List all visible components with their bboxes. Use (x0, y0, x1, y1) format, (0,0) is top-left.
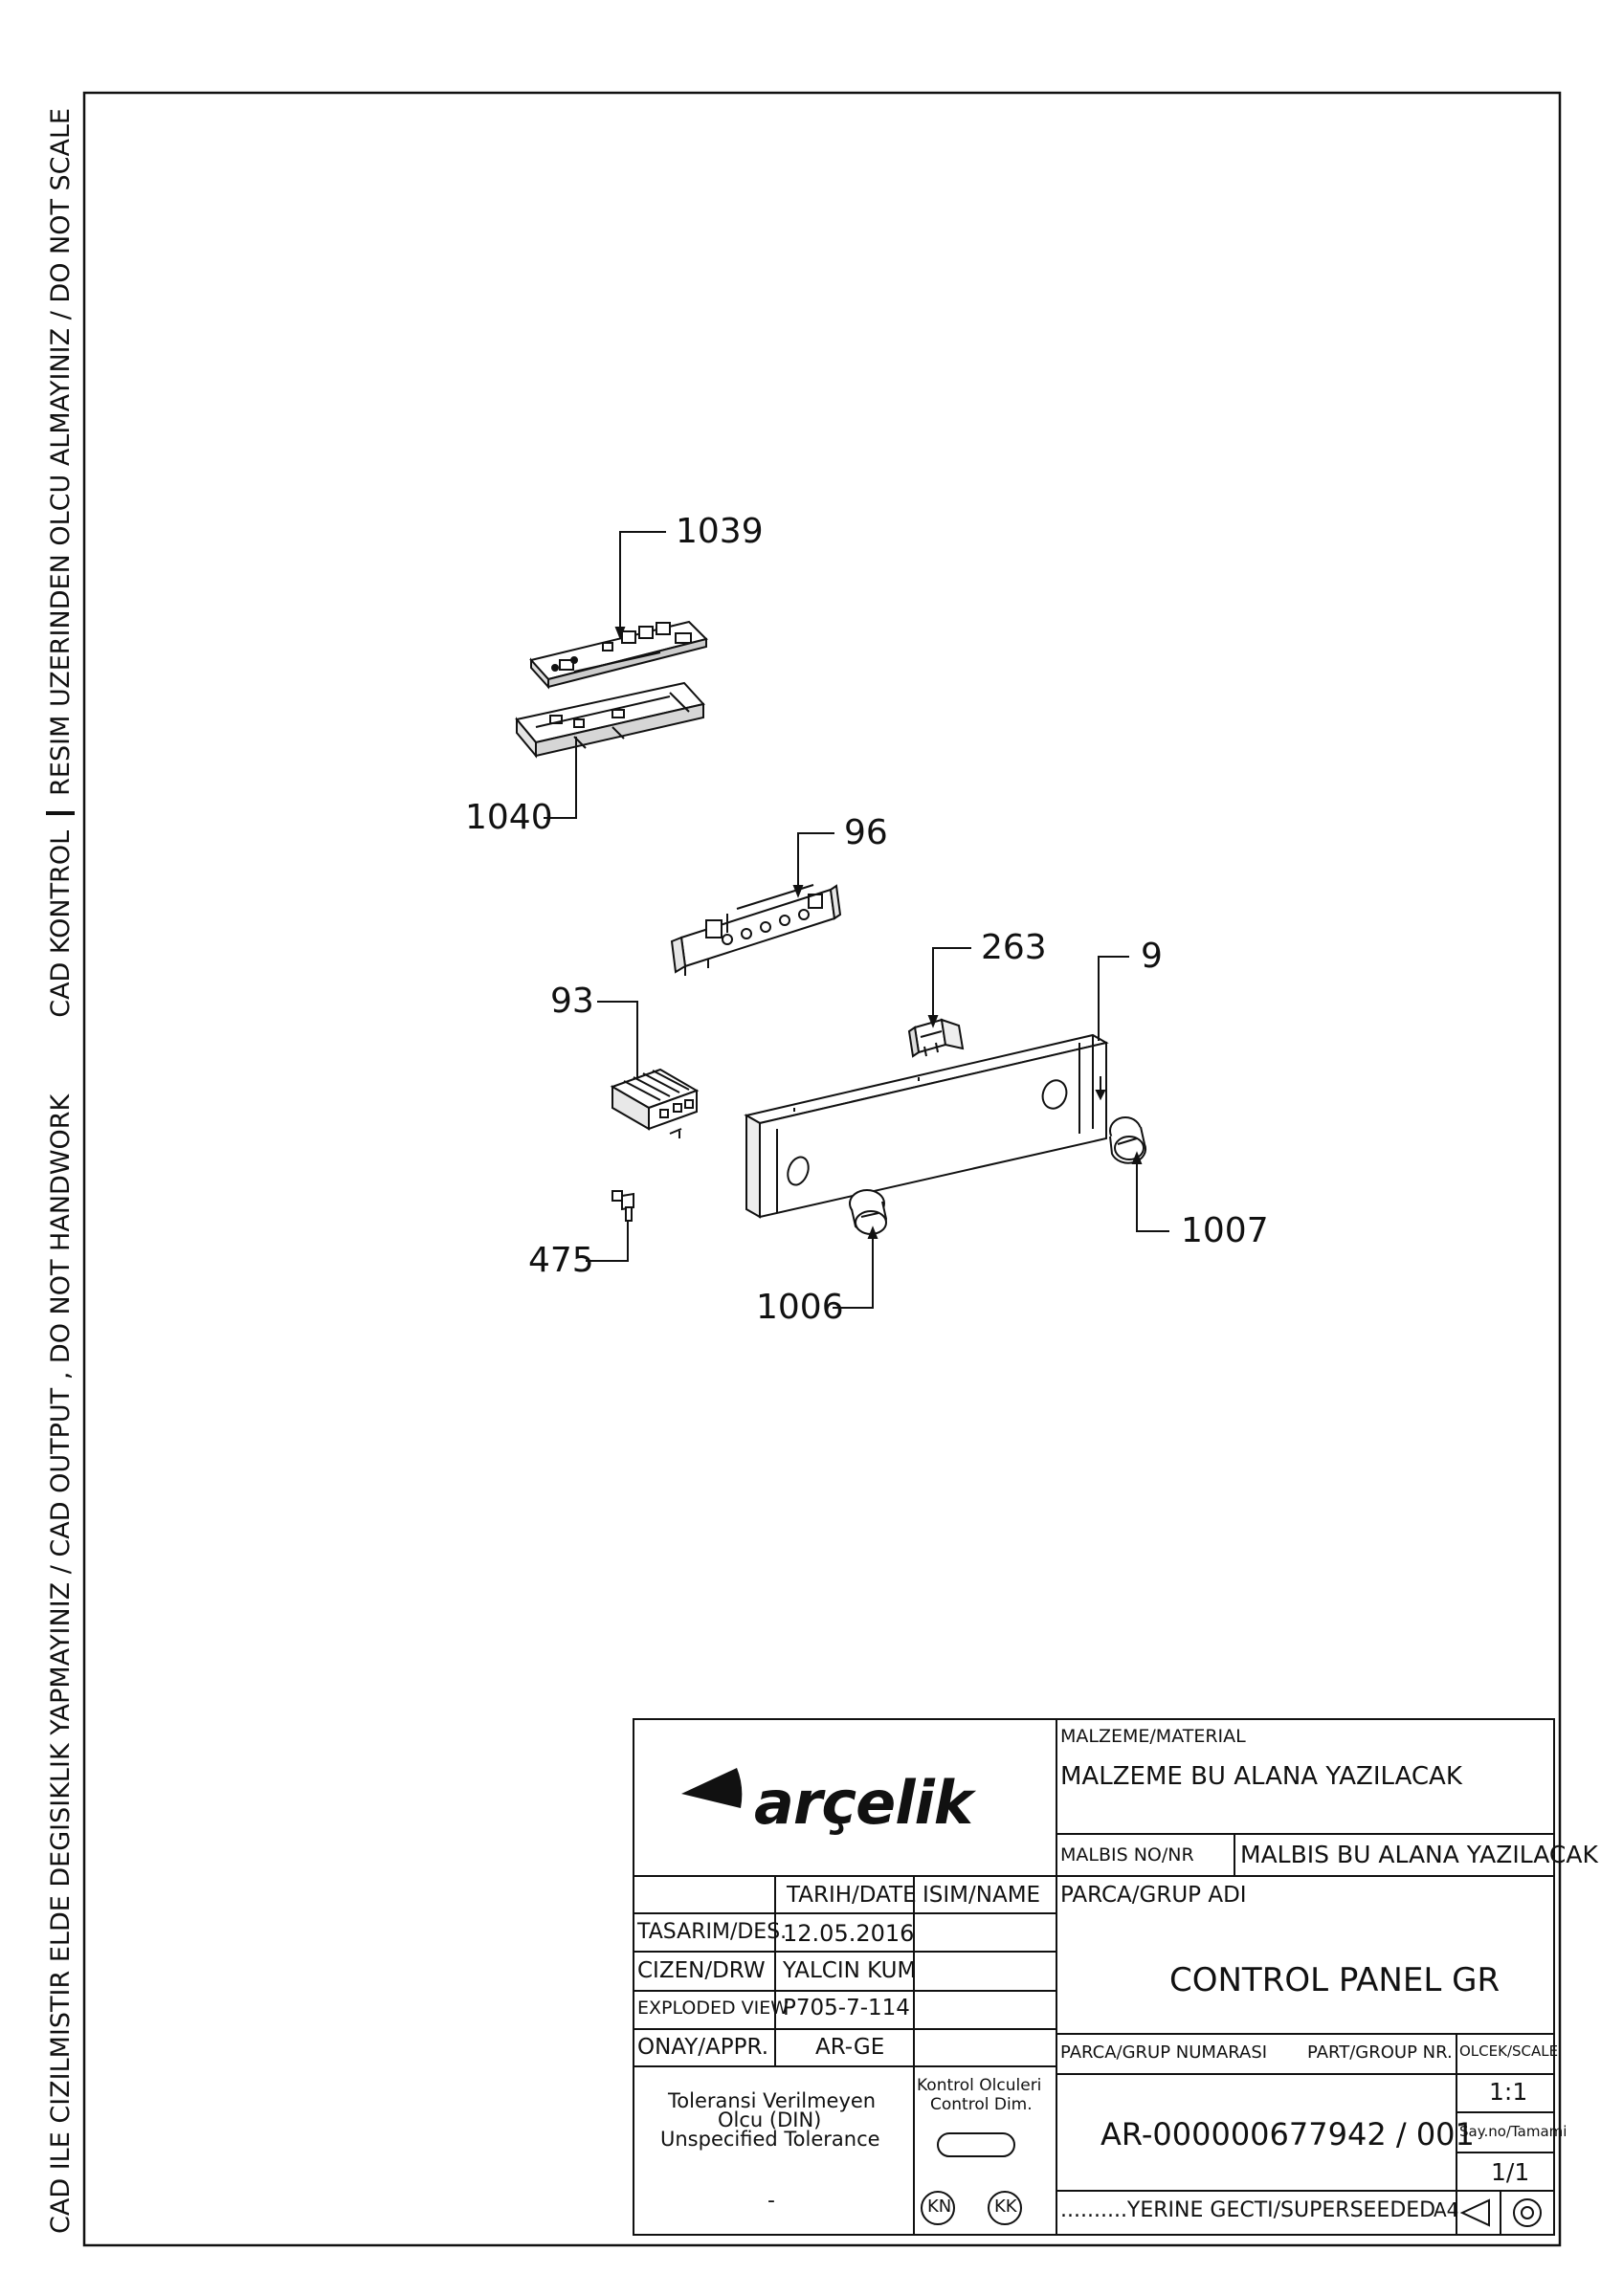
part-1007-knob (1109, 1116, 1147, 1164)
callout-93: 93 (550, 982, 594, 1021)
kk-symbol: KK (994, 2197, 1017, 2217)
material-label: MALZEME/MATERIAL (1060, 1726, 1246, 1747)
column-date: TARIH/DATE (787, 1883, 917, 1908)
title-block-grid (633, 1718, 1555, 2236)
brand-logo-mark (681, 1768, 743, 1808)
brand-logo-text: arçelik (754, 1768, 973, 1838)
row-exploded-value: P705-7-114 (783, 1996, 910, 2020)
tolerance-line1: Toleransi Verilmeyen (668, 2089, 877, 2112)
row-design-label: TASARIM/DES. (637, 1920, 788, 1944)
kn-symbol: KN (927, 2197, 952, 2217)
leader-lines (544, 531, 1169, 1309)
tolerance-line3: Unspecified Tolerance (660, 2128, 880, 2151)
row-approve-value: AR-GE (815, 2035, 885, 2060)
row-exploded-label: EXPLODED VIEW (637, 1998, 789, 2019)
scale-value: 1:1 (1489, 2078, 1528, 2106)
row-approve-label: ONAY/APPR. (637, 2035, 769, 2060)
part-number-label-tr: PARCA/GRUP NUMARASI (1060, 2042, 1268, 2063)
tolerance-value: - (767, 2189, 775, 2213)
malbis-value: MALBIS BU ALANA YAZILACAK (1240, 1841, 1598, 1868)
part-1040-housing (515, 681, 705, 759)
malbis-label: MALBIS NO/NR (1060, 1844, 1194, 1866)
callout-1007: 1007 (1181, 1211, 1269, 1250)
callout-9: 9 (1141, 937, 1163, 976)
callout-1040: 1040 (465, 798, 553, 837)
callout-96: 96 (844, 813, 888, 852)
material-value: MALZEME BU ALANA YAZILACAK (1060, 1762, 1462, 1791)
paper-size: A4 (1434, 2198, 1459, 2221)
part-93-connector-block (610, 1068, 700, 1138)
part-475-clip (611, 1190, 634, 1222)
part-number-label-en: PART/GROUP NR. (1307, 2042, 1453, 2063)
part-96-display-board (670, 884, 842, 976)
part-name-label: PARCA/GRUP ADI (1060, 1883, 1247, 1908)
callout-1006: 1006 (756, 1288, 844, 1327)
callout-1039: 1039 (676, 512, 764, 551)
tolerance-line2: Olcu (DIN) (718, 2108, 822, 2131)
superseded-label: ..........YERINE GECTI/SUPERSEEDED (1060, 2198, 1436, 2222)
part-name-value: CONTROL PANEL GR (1169, 1961, 1501, 1999)
margin-notice: CAD ILE CIZILMISTIR ELDE DEGISIKLIK YAPM… (41, 108, 79, 2234)
sheet-label: Say.no/Tamami (1459, 2123, 1567, 2140)
part-1039-pcb (529, 620, 708, 690)
control-dim-line1: Kontrol Olculeri (917, 2076, 1042, 2095)
callout-475: 475 (528, 1241, 594, 1280)
part-number-value: AR-000000677942 / 001 (1101, 2116, 1475, 2152)
part-1006-knob (849, 1189, 888, 1235)
margin-notice-cad-control: CAD KONTROL (45, 829, 76, 1018)
cad-control-box (46, 810, 75, 815)
control-dim-line2: Control Dim. (930, 2095, 1033, 2114)
part-9-control-panel (744, 1033, 1109, 1219)
margin-notice-cad-output: CAD ILE CIZILMISTIR ELDE DEGISIKLIK YAPM… (45, 1093, 76, 2234)
row-drawn-label: CIZEN/DRW (637, 1958, 766, 1983)
sheet-value: 1/1 (1491, 2158, 1530, 2186)
scale-label: OLCEK/SCALE (1459, 2042, 1559, 2060)
part-263-switch (907, 1018, 965, 1058)
callout-263: 263 (981, 928, 1047, 967)
row-drawn-value: YALCIN KUM (783, 1958, 917, 1983)
drawing-frame (82, 91, 1562, 2247)
margin-notice-do-not-scale: RESIM UZERINDEN OLCU ALMAYINIZ / DO NOT … (45, 107, 76, 796)
column-name: ISIM/NAME (923, 1883, 1041, 1908)
exploded-view (515, 620, 1147, 1235)
row-design-date: 12.05.2016 (783, 1920, 915, 1947)
